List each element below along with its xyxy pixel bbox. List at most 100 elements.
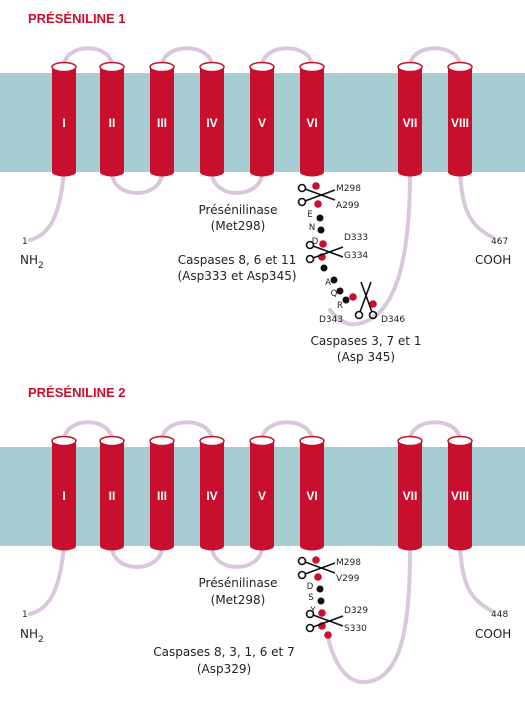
residue-letter: S — [308, 593, 313, 603]
helix-4: IV — [199, 435, 225, 551]
loop — [408, 46, 462, 69]
presenilinase-site: (Met298) — [211, 593, 266, 607]
helix-8: VIII — [447, 61, 473, 177]
c-terminus-label: COOH — [475, 627, 511, 641]
residue-dot-red — [369, 300, 377, 308]
residue-dot-dark — [342, 296, 350, 304]
loop — [260, 46, 314, 69]
loop — [110, 170, 164, 195]
n-terminus-number: 1 — [22, 237, 28, 247]
loop — [160, 46, 214, 69]
residue-letter: N — [309, 223, 315, 233]
loop — [210, 170, 264, 195]
helix-2: II — [99, 61, 125, 177]
residue-letter: Q — [331, 289, 338, 299]
panel-presenilin-2: PRÉSÉNILINE 2 I II III IV V VI VII VIII … — [0, 385, 525, 684]
site-label: V299 — [336, 574, 360, 584]
cytoplasmic-loop — [326, 544, 412, 684]
scissors-icon — [297, 183, 336, 207]
helix-label: IV — [206, 489, 217, 503]
site-label: D333 — [344, 233, 368, 243]
helix-label: VI — [306, 116, 317, 130]
helix-6: VI — [299, 435, 325, 551]
residue-dot-red — [314, 573, 322, 581]
helix-3: III — [149, 435, 175, 551]
helix-5: V — [249, 61, 275, 177]
helix-1: I — [51, 435, 77, 551]
presenilinase-label: Présénilinase — [199, 576, 278, 590]
panel-title: PRÉSÉNILINE 2 — [28, 385, 126, 400]
residue-dot-dark — [336, 287, 344, 295]
site-label: G334 — [344, 251, 368, 261]
residue-dot-dark — [320, 264, 328, 272]
loop — [408, 420, 462, 443]
caspase-site: (Asp333 et Asp345) — [177, 269, 296, 283]
helix-2: II — [99, 435, 125, 551]
helix-5: V — [249, 435, 275, 551]
helix-4: IV — [199, 61, 225, 177]
presenilinase-label: Présénilinase — [199, 203, 278, 217]
site-label: S330 — [344, 624, 367, 634]
helix-label: V — [258, 489, 266, 503]
site-label: A299 — [336, 201, 360, 211]
caspase-label: Caspases 8, 3, 1, 6 et 7 — [153, 645, 294, 659]
scissors-icon — [305, 240, 344, 264]
site-label: M298 — [336, 558, 361, 568]
loop — [260, 420, 314, 443]
residue-letter: D — [312, 237, 319, 247]
helix-label: VIII — [451, 116, 469, 130]
loop — [62, 46, 114, 69]
loops — [28, 46, 494, 327]
site-label: D329 — [344, 606, 368, 616]
helix-label: II — [109, 489, 116, 503]
loops — [28, 420, 494, 684]
panel-presenilin-1: PRÉSÉNILINE 1 I II III IV V VI VII VIII … — [0, 11, 525, 364]
helix-3: III — [149, 61, 175, 177]
helix-label: III — [157, 489, 167, 503]
scissors-icon — [305, 609, 344, 633]
residue-dot-dark — [330, 276, 338, 284]
helices: I II III IV V VI VII VIII — [51, 435, 473, 551]
n-terminus-number: 1 — [22, 610, 28, 620]
c-terminal-tail — [458, 170, 494, 239]
site-label: D343 — [319, 315, 343, 325]
helix-label: VII — [403, 116, 418, 130]
n-terminal-tail — [28, 170, 66, 242]
helix-label: VIII — [451, 489, 469, 503]
panel-title: PRÉSÉNILINE 1 — [28, 11, 126, 26]
loop — [62, 420, 114, 443]
c-terminus-label: COOH — [475, 253, 511, 267]
loop — [210, 544, 264, 569]
helix-7: VII — [397, 435, 423, 551]
helix-label: VI — [306, 489, 317, 503]
residue-dot-red — [319, 240, 327, 248]
helix-label: IV — [206, 116, 217, 130]
scissors-icon — [297, 556, 336, 580]
residue-dot-red — [314, 200, 322, 208]
residue-dot-dark — [316, 214, 324, 222]
residue-letter: A — [325, 278, 331, 288]
residue-letter: E — [307, 210, 312, 220]
caspase-site: (Asp 345) — [337, 350, 395, 364]
residue-dot-red — [312, 182, 320, 190]
helix-8: VIII — [447, 435, 473, 551]
n-terminal-tail — [28, 544, 66, 616]
residue-dot-dark — [317, 597, 325, 605]
scissors-icon — [354, 281, 378, 320]
c-terminal-tail — [458, 544, 494, 613]
helix-label: I — [62, 489, 65, 503]
helix-label: III — [157, 116, 167, 130]
helix-6: VI — [299, 61, 325, 177]
site-label: M298 — [336, 184, 361, 194]
helix-label: VII — [403, 489, 418, 503]
caspase-label: Caspases 8, 6 et 11 — [178, 253, 297, 267]
n-terminus-label: NH2 — [20, 627, 44, 645]
helix-label: I — [62, 116, 65, 130]
c-terminus-number: 448 — [491, 610, 508, 620]
presenilinase-site: (Met298) — [211, 219, 266, 233]
loop — [110, 544, 164, 569]
helix-label: V — [258, 116, 266, 130]
helix-label: II — [109, 116, 116, 130]
residue-dot-red — [312, 556, 320, 564]
